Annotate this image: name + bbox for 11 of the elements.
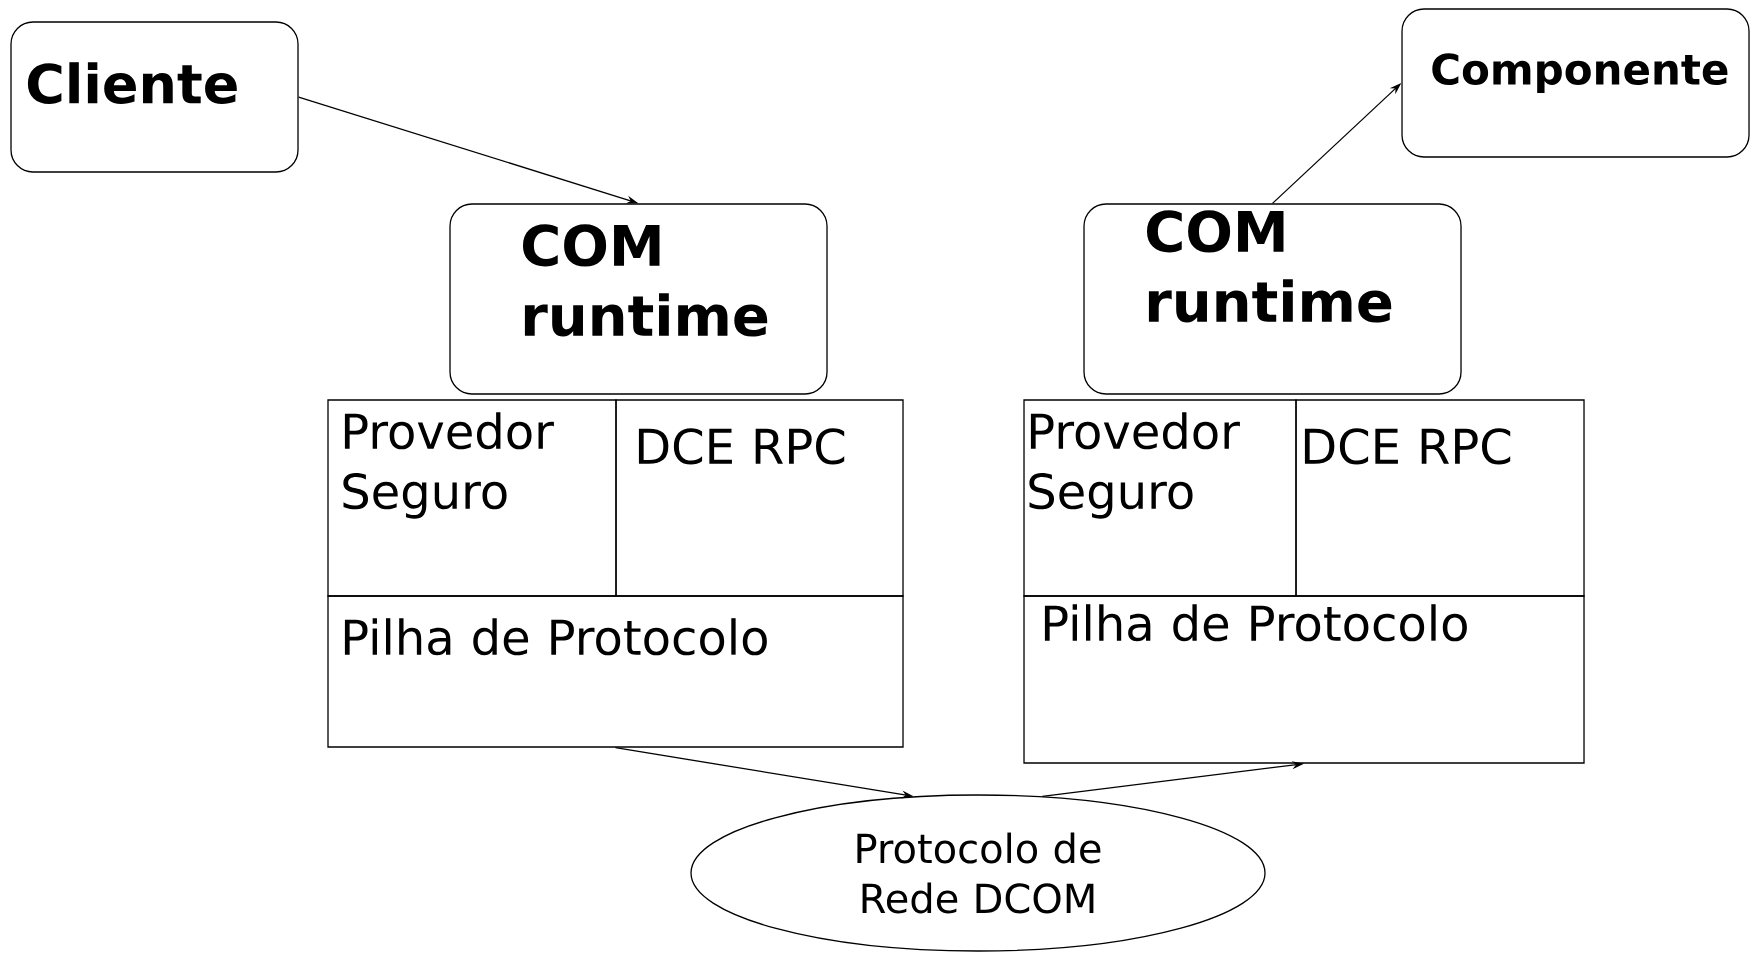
table-cell: DCE RPC: [615, 399, 904, 597]
table-cell: Pilha de Protocolo: [1023, 595, 1585, 764]
rounded-box: COM runtime: [449, 203, 828, 395]
rounded-box: Componente: [1401, 8, 1750, 158]
table-cell: DCE RPC: [1295, 399, 1585, 597]
rounded-box: COM runtime: [1083, 203, 1462, 395]
table-cell: Pilha de Protocolo: [327, 595, 904, 748]
table-cell: Provedor Seguro: [327, 399, 617, 597]
table-cell: Provedor Seguro: [1023, 399, 1297, 597]
rounded-box: Cliente: [10, 21, 299, 173]
ellipse-node: Protocolo de Rede DCOM: [690, 794, 1266, 952]
